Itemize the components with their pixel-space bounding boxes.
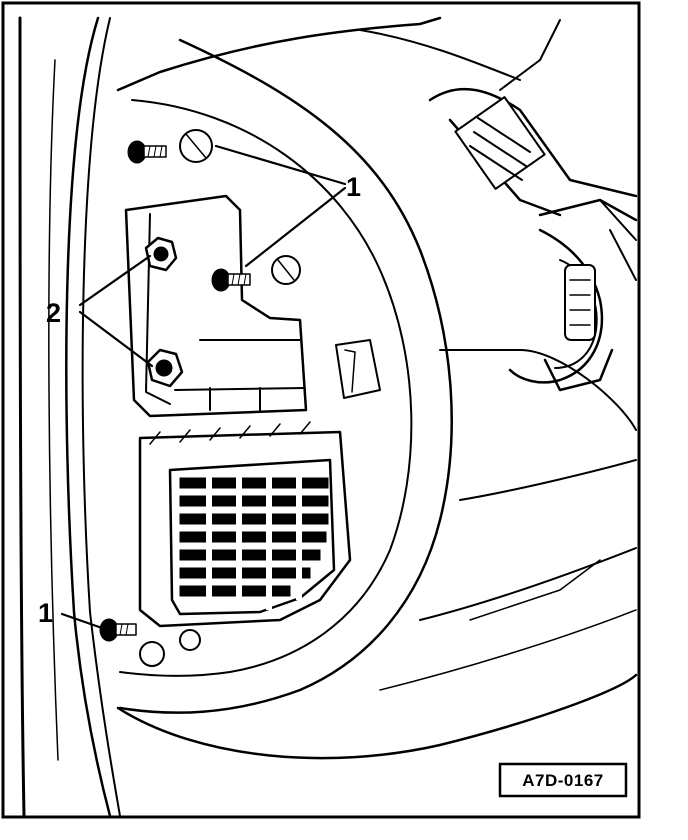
air-vent-grille	[138, 421, 352, 628]
callout-1-upper: 1	[346, 172, 361, 202]
leader-lines	[60, 144, 347, 630]
callout-2: 2	[46, 298, 61, 328]
dashboard-panel	[116, 16, 638, 760]
nut-lower	[146, 348, 184, 388]
callout-1-lower: 1	[38, 598, 53, 628]
figure-reference-box: A7D-0167	[498, 762, 628, 798]
vent-louvers	[179, 470, 329, 610]
figure-reference-label: A7D-0167	[522, 771, 604, 790]
screw-middle	[211, 268, 251, 292]
mounting-holes	[139, 129, 301, 667]
nut-upper	[144, 236, 178, 272]
steering-column	[428, 19, 638, 392]
screw-lower-left	[99, 618, 137, 642]
trim-recess	[124, 194, 381, 418]
door-pillar	[18, 16, 121, 818]
screw-upper-left	[127, 140, 167, 164]
figure-frame	[1, 1, 641, 819]
